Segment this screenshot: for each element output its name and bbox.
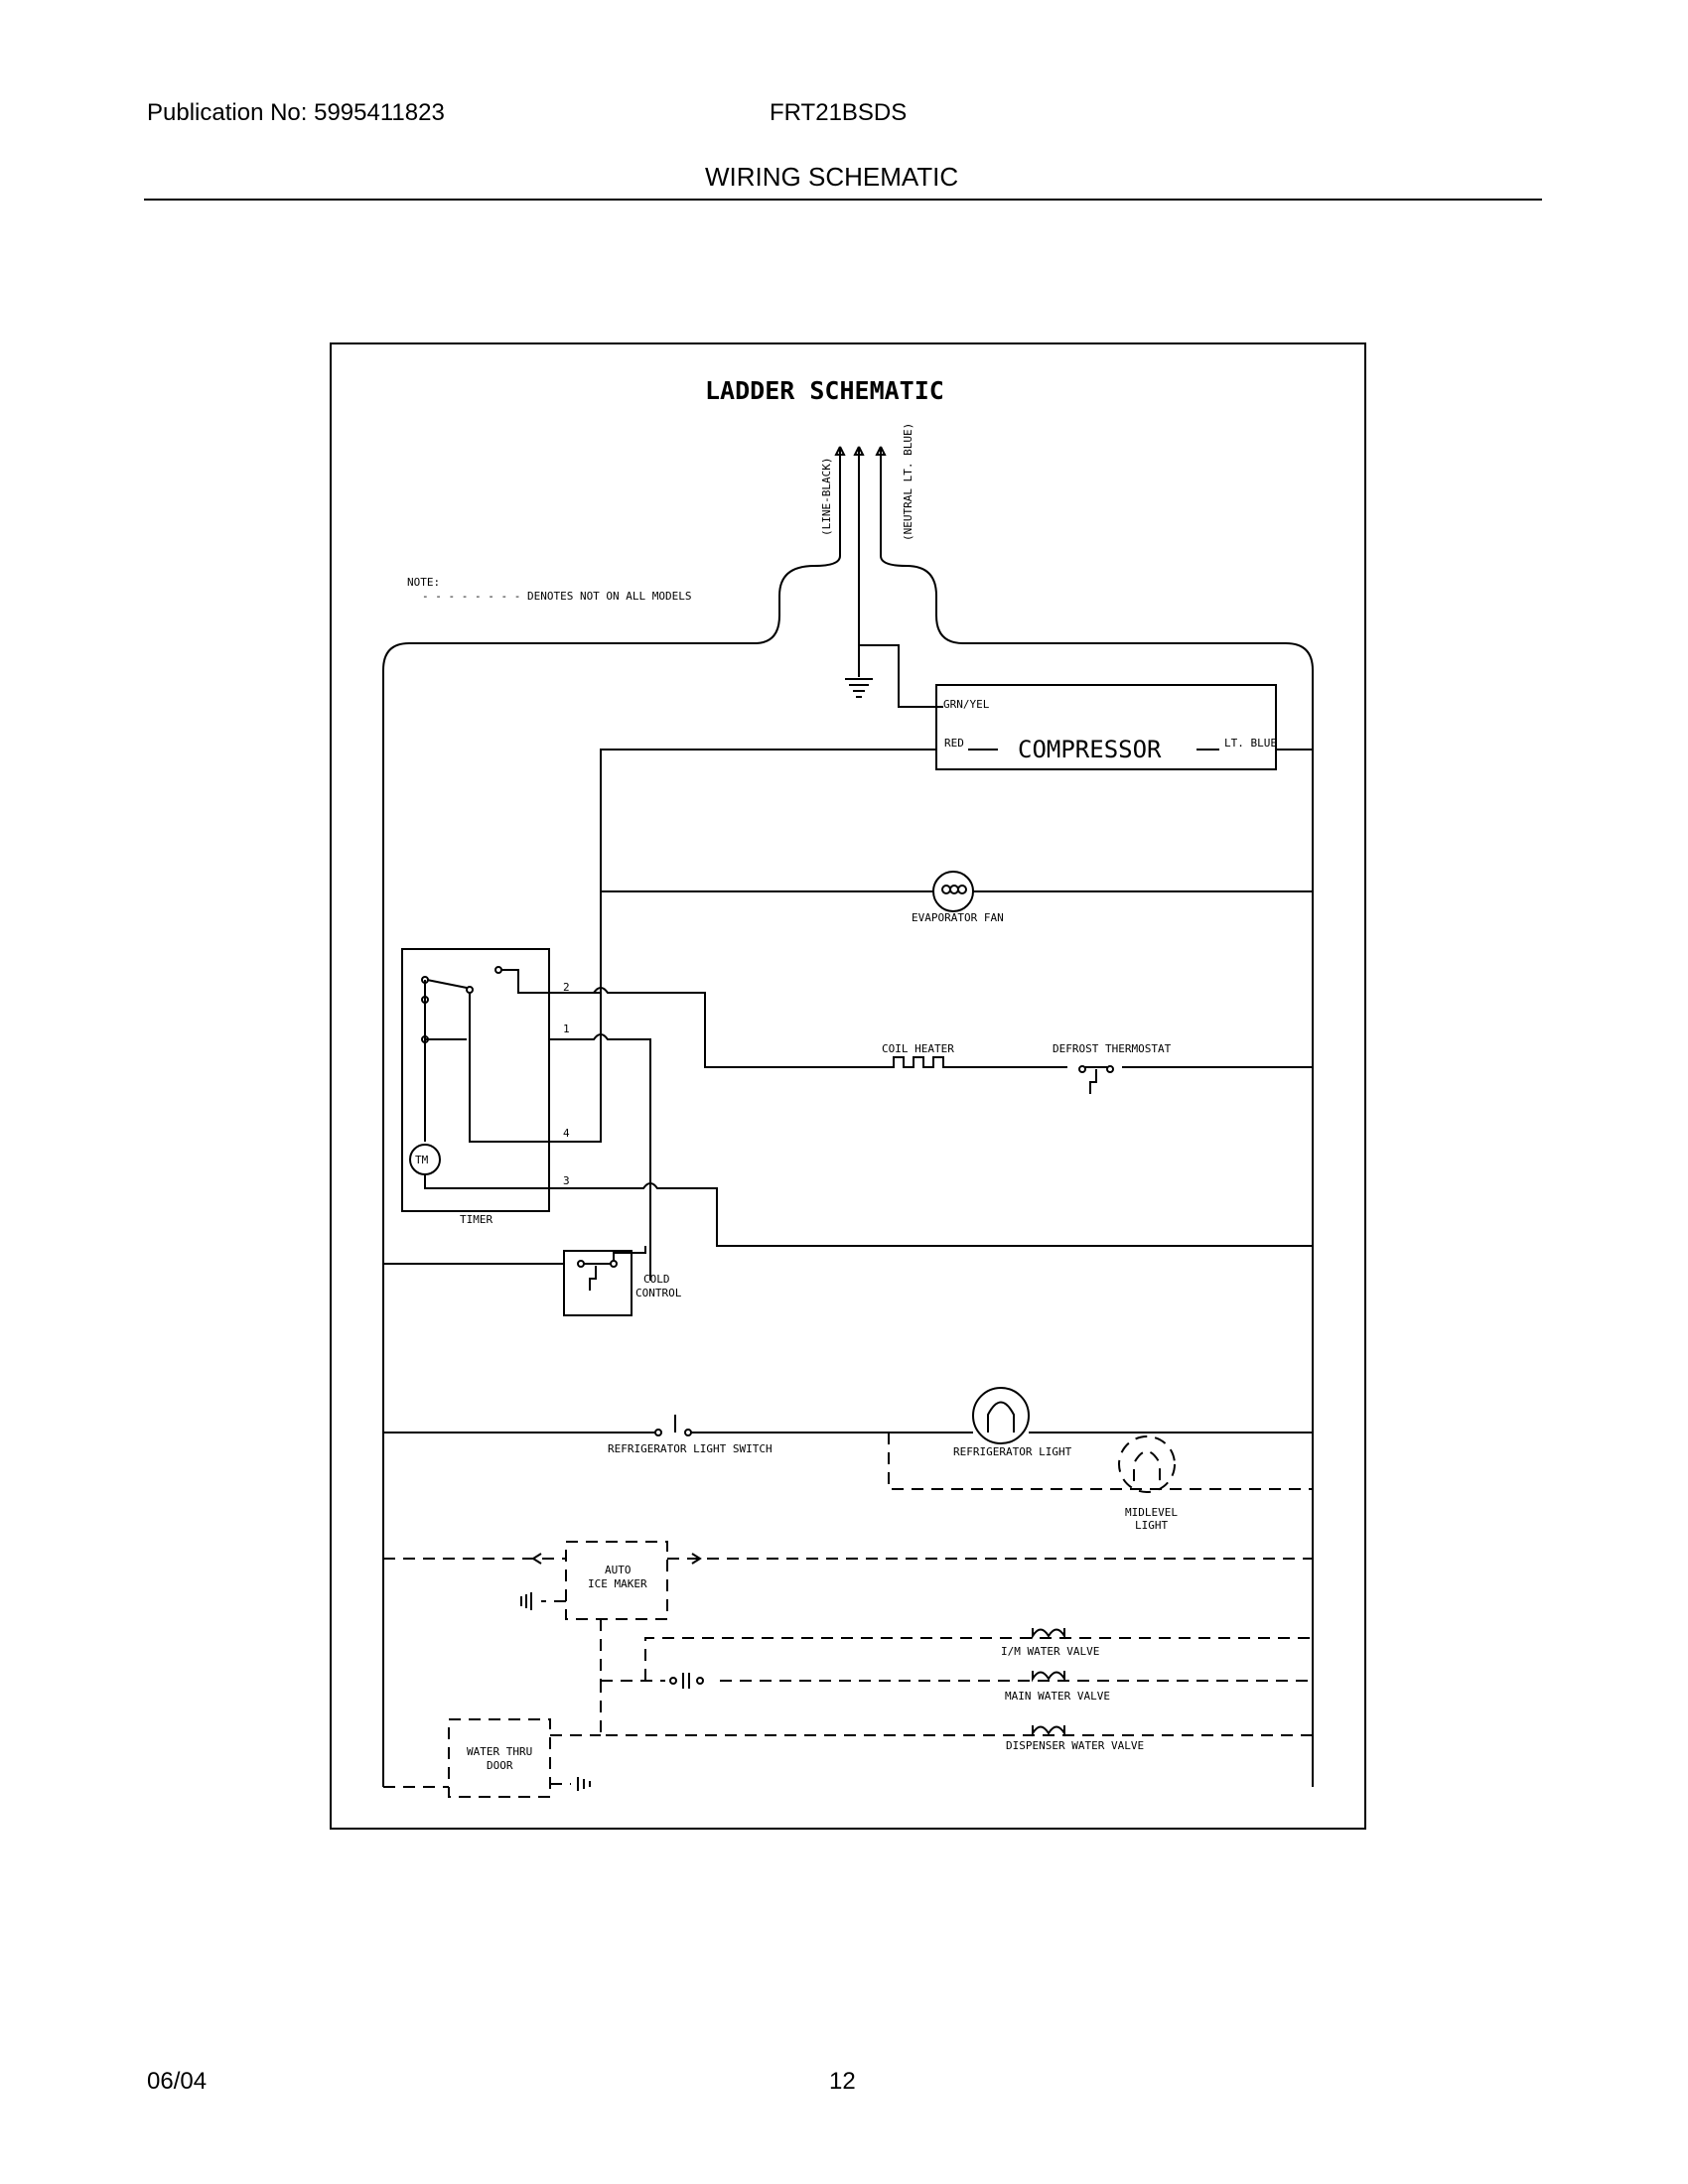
cold-control: COLD CONTROL <box>383 1246 682 1316</box>
grn-yel-label: GRN/YEL <box>943 698 990 711</box>
lt-blue-wire-label: LT. BLUE <box>1224 737 1277 750</box>
compressor: GRN/YEL RED LT. BLUE COMPRESSOR <box>935 684 1313 770</box>
im-water-valve-label: I/M WATER VALVE <box>1001 1645 1099 1658</box>
header-divider <box>144 199 1542 201</box>
line-black-label: (LINE-BLACK) <box>820 458 833 536</box>
terminal-2: 2 <box>563 981 570 994</box>
midlevel-light-label-2: LIGHT <box>1135 1519 1168 1532</box>
water-thru-door-label-1: WATER THRU <box>467 1745 532 1758</box>
water-thru-door: WATER THRU DOOR <box>383 1718 601 1798</box>
note-title: NOTE: <box>407 576 440 589</box>
defrost-thermostat: DEFROST THERMOSTAT <box>1053 1042 1172 1094</box>
red-wire <box>600 749 936 1117</box>
terminal-1: 1 <box>563 1023 570 1035</box>
ground-symbol <box>845 635 943 708</box>
ice-maker-label-1: AUTO <box>605 1564 632 1576</box>
model-number: FRT21BSDS <box>770 99 908 126</box>
timer: TIMER TM 2 1 4 3 <box>401 948 602 1226</box>
page-title: WIRING SCHEMATIC <box>705 162 959 192</box>
cold-control-label-1: COLD <box>643 1273 670 1286</box>
midlevel-light: MIDLEVEL LIGHT <box>888 1433 1313 1532</box>
refrigerator-light-rung: REFRIGERATOR LIGHT SWITCH REFRIGERATOR L… <box>383 1387 1313 1458</box>
terminal-4: 4 <box>563 1127 570 1140</box>
cold-control-label-2: CONTROL <box>635 1287 682 1299</box>
defrost-thermostat-label: DEFROST THERMOSTAT <box>1053 1042 1172 1055</box>
terminal-3: 3 <box>563 1174 570 1187</box>
publication-number: Publication No: 5995411823 <box>147 99 445 126</box>
supply-lines: (LINE-BLACK) (NEUTRAL LT. BLUE) <box>382 423 1314 1787</box>
ice-maker-label-2: ICE MAKER <box>588 1577 647 1590</box>
neutral-label: (NEUTRAL LT. BLUE) <box>902 423 914 541</box>
footer-date: 06/04 <box>147 2068 208 2095</box>
refrigerator-light-label: REFRIGERATOR LIGHT <box>953 1445 1072 1458</box>
timer-motor-label: TM <box>415 1154 429 1166</box>
dispenser-water-valve-label: DISPENSER WATER VALVE <box>1006 1739 1144 1752</box>
page-number: 12 <box>829 2068 856 2095</box>
coil-heater: COIL HEATER <box>879 1042 954 1079</box>
water-thru-door-label-2: DOOR <box>487 1759 513 1772</box>
main-water-valve-label: MAIN WATER VALVE <box>1005 1690 1110 1703</box>
evaporator-fan-label: EVAPORATOR FAN <box>912 911 1004 924</box>
schematic-title: LADDER SCHEMATIC <box>705 376 944 405</box>
water-valves: I/M WATER VALVE MAIN WATER VALVE DISPENS… <box>600 1619 1313 1752</box>
midlevel-light-label-1: MIDLEVEL <box>1125 1506 1178 1519</box>
light-switch-label: REFRIGERATOR LIGHT SWITCH <box>608 1442 773 1455</box>
red-wire-label: RED <box>944 737 964 750</box>
timer-label: TIMER <box>460 1213 492 1226</box>
timer-wiring <box>549 987 1313 1281</box>
note-text: - - - - - - - - DENOTES NOT ON ALL MODEL… <box>422 590 692 603</box>
schematic-frame <box>330 342 1366 1830</box>
coil-heater-label: COIL HEATER <box>882 1042 954 1055</box>
evaporator-fan: EVAPORATOR FAN <box>601 871 1313 924</box>
auto-ice-maker: AUTO ICE MAKER <box>383 1541 1313 1620</box>
compressor-label: COMPRESSOR <box>1018 736 1162 763</box>
